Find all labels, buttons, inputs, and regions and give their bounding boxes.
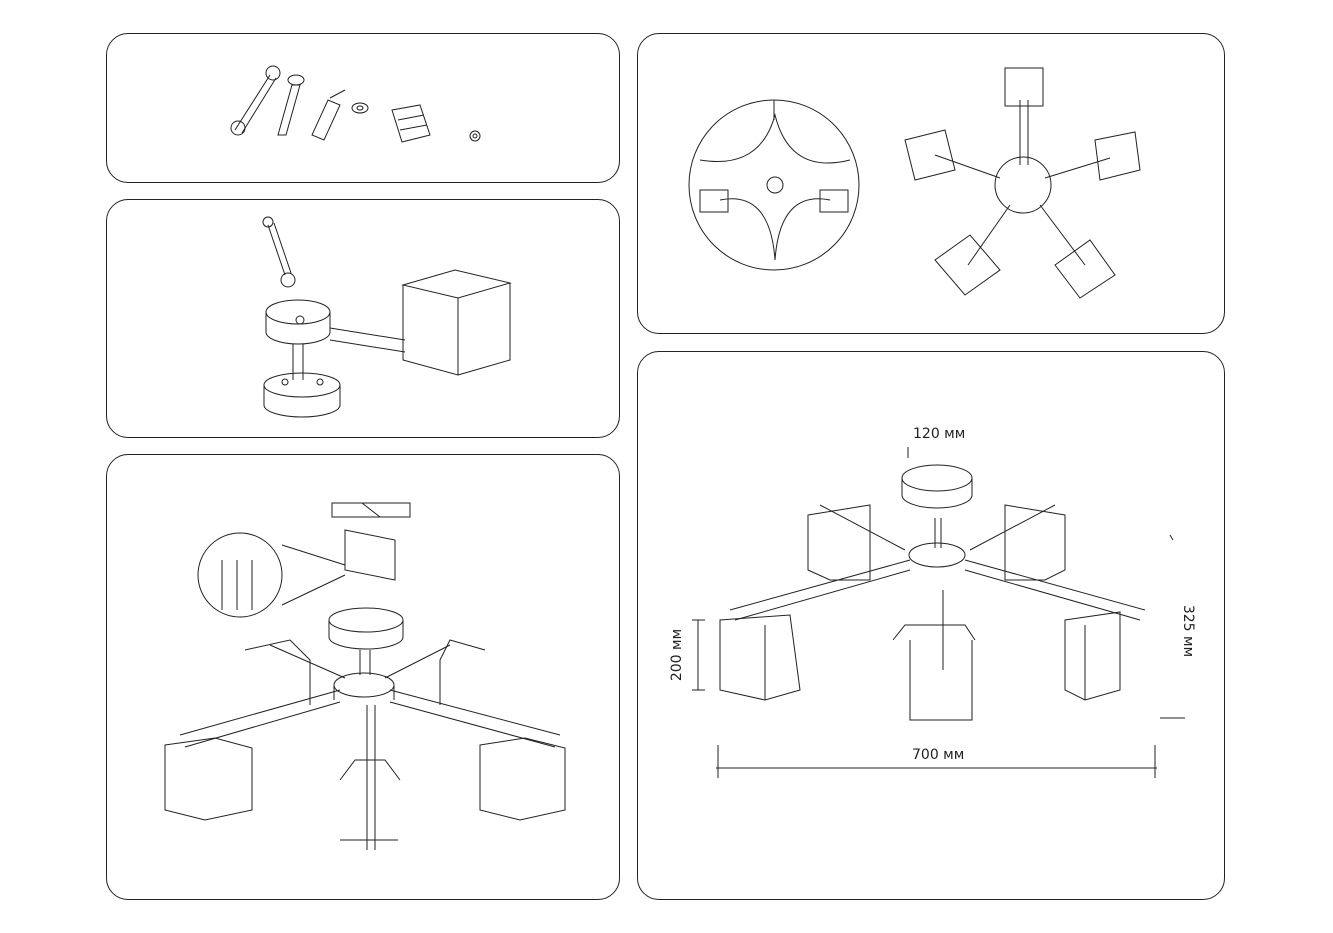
wiring-zoom-circle [197,532,346,618]
cube-shade [401,269,512,376]
ceiling-plate [331,502,411,518]
dimension-chandelier [719,464,1146,721]
canopy [328,607,404,650]
chandelier-body [164,639,566,850]
panel-arm-wiring-top-view [637,33,1225,334]
mounting-bracket [344,529,396,581]
overall-height-label: 325 мм [1180,604,1197,658]
top-view-chandelier [904,67,1141,299]
wiring-detail-circle [688,99,860,271]
screw-icon [277,74,305,136]
washer-icon [351,102,369,114]
canopy-diameter-label: 120 мм [913,426,966,442]
base-plate [263,372,341,418]
dimension-lines [692,447,1185,778]
panel-wiring-connection [106,454,620,900]
hub-cylinder [265,299,331,345]
overall-width-label: 700 мм [912,747,965,763]
wrench-icon [262,216,296,288]
wall-plug-icon [311,89,346,141]
arm [329,327,406,353]
nut-icon [469,130,481,142]
panel-mount-arm [106,199,620,438]
shade-height-label: 200 мм [669,628,686,682]
terminal-block-icon [391,104,431,143]
wrench-icon [230,65,281,136]
rod [292,344,304,380]
